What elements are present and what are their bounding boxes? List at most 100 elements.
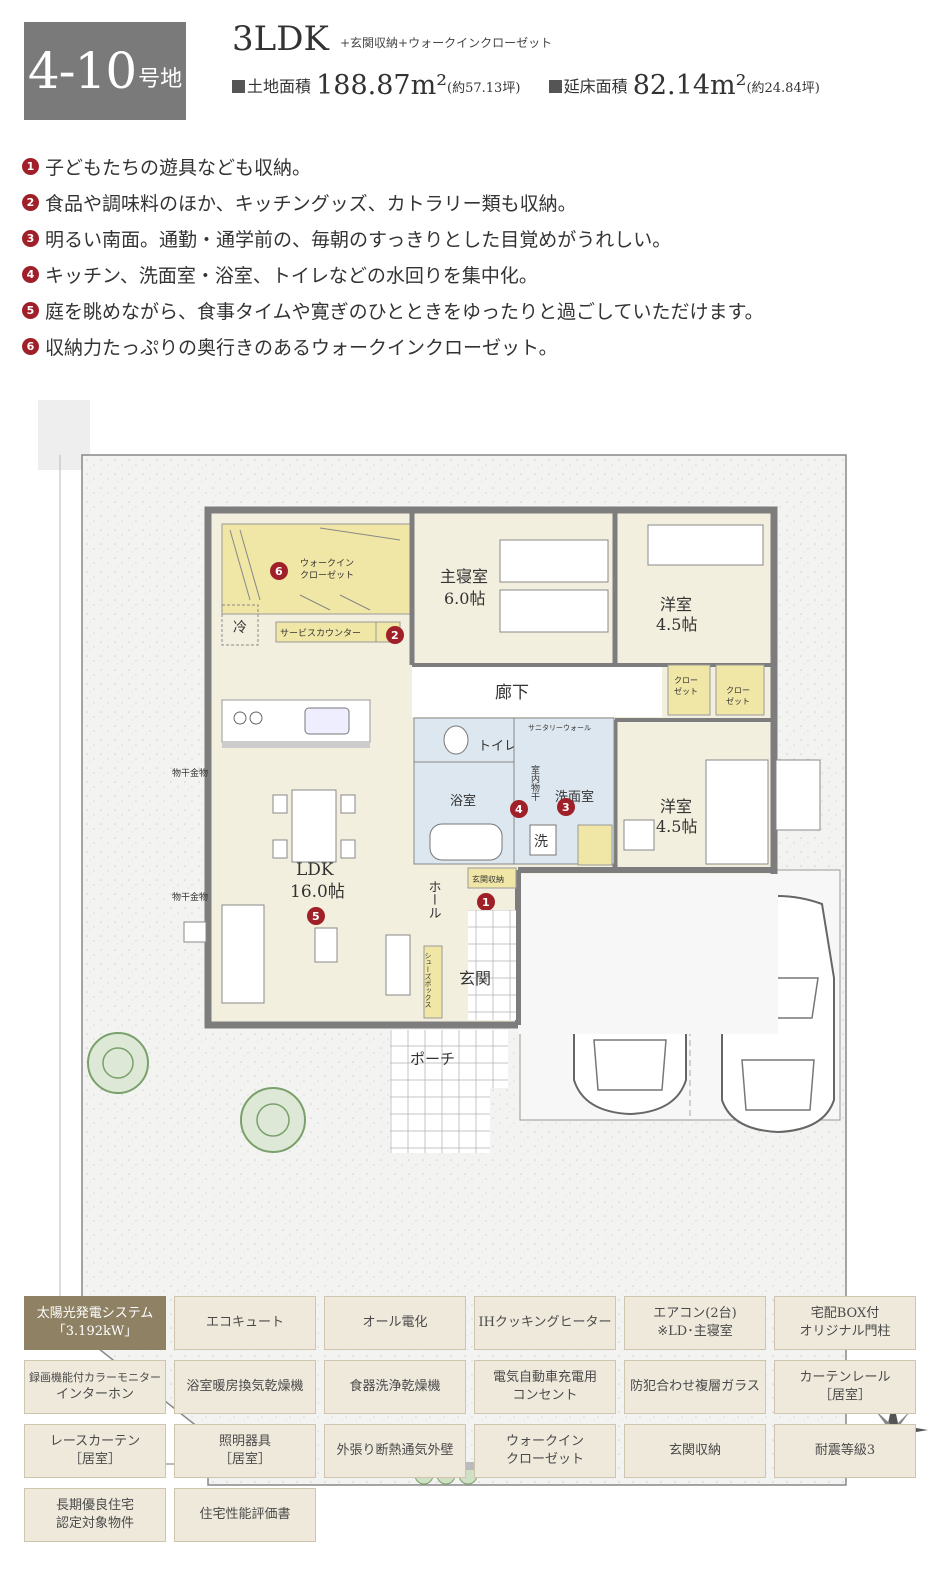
floor-area-unit: m²: [710, 70, 747, 101]
equipment-badge: 長期優良住宅認定対象物件: [24, 1488, 166, 1542]
equipment-badge: 電気自動車充電用コンセント: [474, 1360, 616, 1414]
svg-text:4: 4: [515, 803, 523, 816]
tv-board: [385, 934, 411, 996]
equipment-badge: 住宅性能評価書: [174, 1488, 316, 1542]
equipment-badge: オール電化: [324, 1296, 466, 1350]
low-table: [314, 927, 338, 963]
number-marker-icon: 4: [22, 265, 39, 283]
equipment-badge: ウォークインクローゼット: [474, 1424, 616, 1478]
feature-text: 庭を眺めながら、食事タイムや寛ぎのひとときをゆったりと過ごしていただけます。: [45, 300, 764, 323]
layout-type: 3LDK: [232, 19, 329, 59]
area-info: 土地面積 188.87m²(約57.13坪) 延床面積 82.14m²(約24.…: [232, 70, 820, 101]
outdoor-unit-icon: [775, 759, 821, 831]
western-room-1-label: 洋室: [660, 595, 692, 614]
shoes-box: [423, 945, 443, 1019]
corridor: [412, 665, 662, 717]
land-area-value: 188.87: [316, 70, 411, 101]
feature-item: 6 収納力たっぷりの奥行きのあるウォークインクローゼット。: [22, 328, 764, 364]
ih-cooktop-icon: [233, 711, 263, 725]
toilet-icon: [443, 725, 469, 755]
marker-6-icon: [270, 562, 288, 580]
bathtub-icon: [429, 823, 503, 861]
feature-text: 食品や調味料のほか、キッチングッズ、カトラリー類も収納。: [45, 192, 577, 215]
equipment-badge: 録画機能付カラーモニターインターホン: [24, 1360, 166, 1414]
closet-label-2a: クロー: [726, 686, 750, 695]
closet: [667, 664, 711, 716]
equipment-badge: IHクッキングヒーター: [474, 1296, 616, 1350]
svg-text:3: 3: [562, 801, 570, 814]
equipment-badge: 浴室暖房換気乾燥機: [174, 1360, 316, 1414]
floor-area-tsubo: (約24.84坪): [746, 81, 820, 96]
equipment-badge: 宅配BOX付オリジナル門柱: [774, 1296, 916, 1350]
outdoor-unit-icon: [183, 921, 207, 943]
land-area-tsubo: (約57.13坪): [447, 81, 521, 96]
service-counter-label: サービスカウンター: [280, 628, 361, 639]
number-marker-icon: 2: [22, 193, 39, 211]
fridge-space: [221, 604, 259, 646]
equipment-badge: 外張り断熱通気外壁: [324, 1424, 466, 1478]
number-marker-icon: 6: [22, 337, 39, 355]
equipment-badge-solar: 太陽光発電システム「3.192kW」: [24, 1296, 166, 1350]
wic-label-1: ウォークイン: [300, 558, 354, 569]
clothes-pole-label-1: 物干金物: [172, 767, 208, 779]
svg-text:1: 1: [482, 896, 490, 909]
lot-number-badge: 4-10 号地: [24, 22, 186, 120]
feature-text: 明るい南面。通勤・通学前の、毎朝のすっきりとした目覚めがうれしい。: [45, 228, 672, 251]
wic-label-2: クローゼット: [300, 569, 354, 581]
equipment-badge: 玄関収納: [624, 1424, 766, 1478]
tree-icon: [87, 1032, 149, 1094]
equipment-badge: エコキュート: [174, 1296, 316, 1350]
master-bedroom-size: 6.0帖: [444, 589, 485, 608]
porch-label: ポーチ: [410, 1050, 455, 1068]
equipment-badge: 食器洗浄乾燥機: [324, 1360, 466, 1414]
western-room-1-size: 4.5帖: [656, 615, 697, 634]
number-marker-icon: 1: [22, 157, 39, 175]
square-bullet-icon: [548, 80, 562, 93]
feature-text: 収納力たっぷりの奥行きのあるウォークインクローゼット。: [45, 336, 558, 359]
equipment-badge: レースカーテン［居室］: [24, 1424, 166, 1478]
svg-text:6: 6: [275, 565, 283, 578]
shoes-box-label: シューズボックス: [424, 952, 432, 1008]
bed-icon: [705, 759, 769, 865]
desk-icon: [623, 819, 655, 851]
equipment-badge: エアコン(2台)※LD･主寝室: [624, 1296, 766, 1350]
clothes-pole-label-2: 物干金物: [172, 891, 208, 903]
closet-label-1b: ゼット: [674, 686, 698, 696]
entrance-label: 玄関: [459, 969, 491, 988]
sofa-icon: [221, 904, 265, 1004]
toilet-label: トイレ: [478, 739, 517, 754]
svg-text:2: 2: [391, 629, 399, 642]
bed-icon: [647, 524, 764, 566]
number-marker-icon: 5: [22, 301, 39, 319]
marker-3-icon: [557, 798, 575, 816]
master-bedroom-label: 主寝室: [440, 567, 488, 586]
closet-label-2b: ゼット: [726, 696, 750, 706]
hall-label: ホール: [426, 880, 441, 919]
equipment-badge: 耐震等級3: [774, 1424, 916, 1478]
ldk-size: 16.0帖: [290, 882, 345, 902]
equipment-badge: カーテンレール［居室］: [774, 1360, 916, 1414]
marker-4-icon: [510, 800, 528, 818]
svg-text:5: 5: [312, 910, 320, 923]
ldk-label: LDK: [296, 860, 334, 880]
floor-plan: ポーチ 6 ウォークイン クローゼット 冷 サービスカウンター 2 LDK 16…: [0, 400, 950, 1500]
dining-table: [291, 789, 337, 863]
feature-item: 5 庭を眺めながら、食事タイムや寛ぎのひとときをゆったりと過ごしていただけます。: [22, 292, 764, 328]
sink-icon: [304, 707, 350, 735]
square-bullet-icon: [232, 80, 245, 93]
closet: [715, 664, 765, 716]
western-room-2-size: 4.5帖: [656, 817, 697, 836]
fridge-label: 冷: [233, 620, 247, 636]
lot-number: 4-10: [27, 42, 137, 100]
western-room-2-label: 洋室: [660, 797, 692, 816]
closet-label-1a: クロー: [674, 676, 698, 685]
entrance-storage-label: 玄関収納: [472, 874, 504, 884]
washer-space: [529, 824, 557, 856]
land-area-label: 土地面積: [247, 77, 312, 96]
porch-area: [390, 1030, 508, 1088]
tree-icon: [240, 1087, 306, 1153]
entrance: [468, 910, 516, 1020]
corridor-label: 廊下: [495, 683, 529, 703]
